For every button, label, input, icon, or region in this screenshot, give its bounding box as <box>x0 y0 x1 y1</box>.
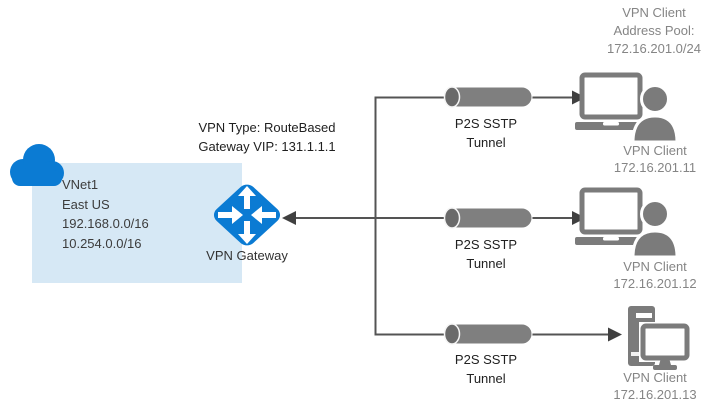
address-pool-line3: 172.16.201.0/24 <box>607 41 701 56</box>
gateway-arrows <box>218 186 276 244</box>
laptop-user-icon <box>575 187 678 257</box>
laptop-user-icon <box>575 72 678 142</box>
tunnel-cylinder-icon <box>443 86 533 108</box>
vnet-text: VNet1 East US 192.168.0.0/16 10.254.0.0/… <box>62 175 222 253</box>
vnet-name: VNet1 <box>62 177 99 192</box>
gateway-vip: Gateway VIP: 131.1.1.1 <box>198 139 336 154</box>
laptop-icon <box>575 187 647 245</box>
desktop-computer-icon <box>628 306 691 370</box>
tunnel-cylinder-icon <box>443 323 533 345</box>
user-icon <box>631 84 678 142</box>
tunnel-label-2: P2S SSTP Tunnel <box>454 237 518 271</box>
laptop-icon <box>575 72 647 130</box>
client2-label: VPN Client 172.16.201.12 <box>613 259 697 291</box>
vnet-address-space-1: 192.168.0.0/16 <box>62 216 149 231</box>
user-icon <box>631 199 678 257</box>
gateway-info: VPN Type: RouteBased Gateway VIP: 131.1.… <box>167 118 367 156</box>
vnet-address-space-2: 10.254.0.0/16 <box>62 235 142 251</box>
cloud-icon <box>10 144 64 186</box>
vpn-gateway-icon <box>213 184 281 246</box>
address-pool-line2: Address Pool: <box>613 23 695 38</box>
client3-label: VPN Client 172.16.201.13 <box>613 370 697 402</box>
tunnel-cylinder-icon <box>443 207 533 229</box>
tunnel-label-3: P2S SSTP Tunnel <box>454 352 518 386</box>
vnet-box <box>32 163 242 283</box>
vpn-gateway-label: VPN Gateway <box>206 248 288 263</box>
address-pool-line1: VPN Client <box>622 5 686 20</box>
tunnel-label-1: P2S SSTP Tunnel <box>454 116 518 150</box>
gateway-vpn-type: VPN Type: RouteBased <box>198 120 336 135</box>
client1-label: VPN Client 172.16.201.11 <box>613 143 697 175</box>
vpn-client-address-pool: VPN Client Address Pool: 172.16.201.0/24 <box>584 4 716 58</box>
vnet-region: East US <box>62 196 110 212</box>
